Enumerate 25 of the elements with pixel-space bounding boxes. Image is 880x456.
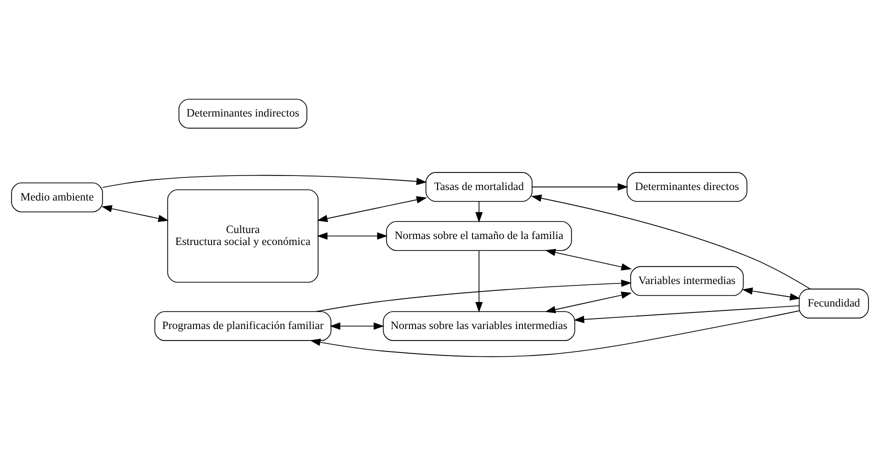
arrow [330,322,384,330]
node-box: Determinantes indirectos [178,98,308,129]
node-box: Programas de planificación familiar [154,311,332,341]
arrow [742,287,800,301]
arrow [102,205,169,222]
node-box: Normas sobre el tamaño de la familia [386,221,572,251]
node-box: Medio ambiente [11,182,103,212]
arrow [475,201,483,223]
arrow [574,305,800,324]
arrow [310,310,800,358]
node-box: Determinantes directos [626,172,748,202]
arrow [545,248,632,271]
node-box: Fecundidad [798,288,869,318]
arrow [531,194,811,290]
arrow [317,196,427,222]
arrow [545,292,632,314]
arrow [475,250,483,313]
arrow [316,280,632,312]
node-box: Variables intermedias [630,266,744,296]
node-box: Cultura Estructura social y económica [167,189,319,283]
node-box: Normas sobre las variables intermedias [382,311,576,341]
node-box: Tasas de mortalidad [426,172,533,202]
arrow [102,174,427,188]
arrow [317,232,388,240]
arrow [532,183,628,191]
